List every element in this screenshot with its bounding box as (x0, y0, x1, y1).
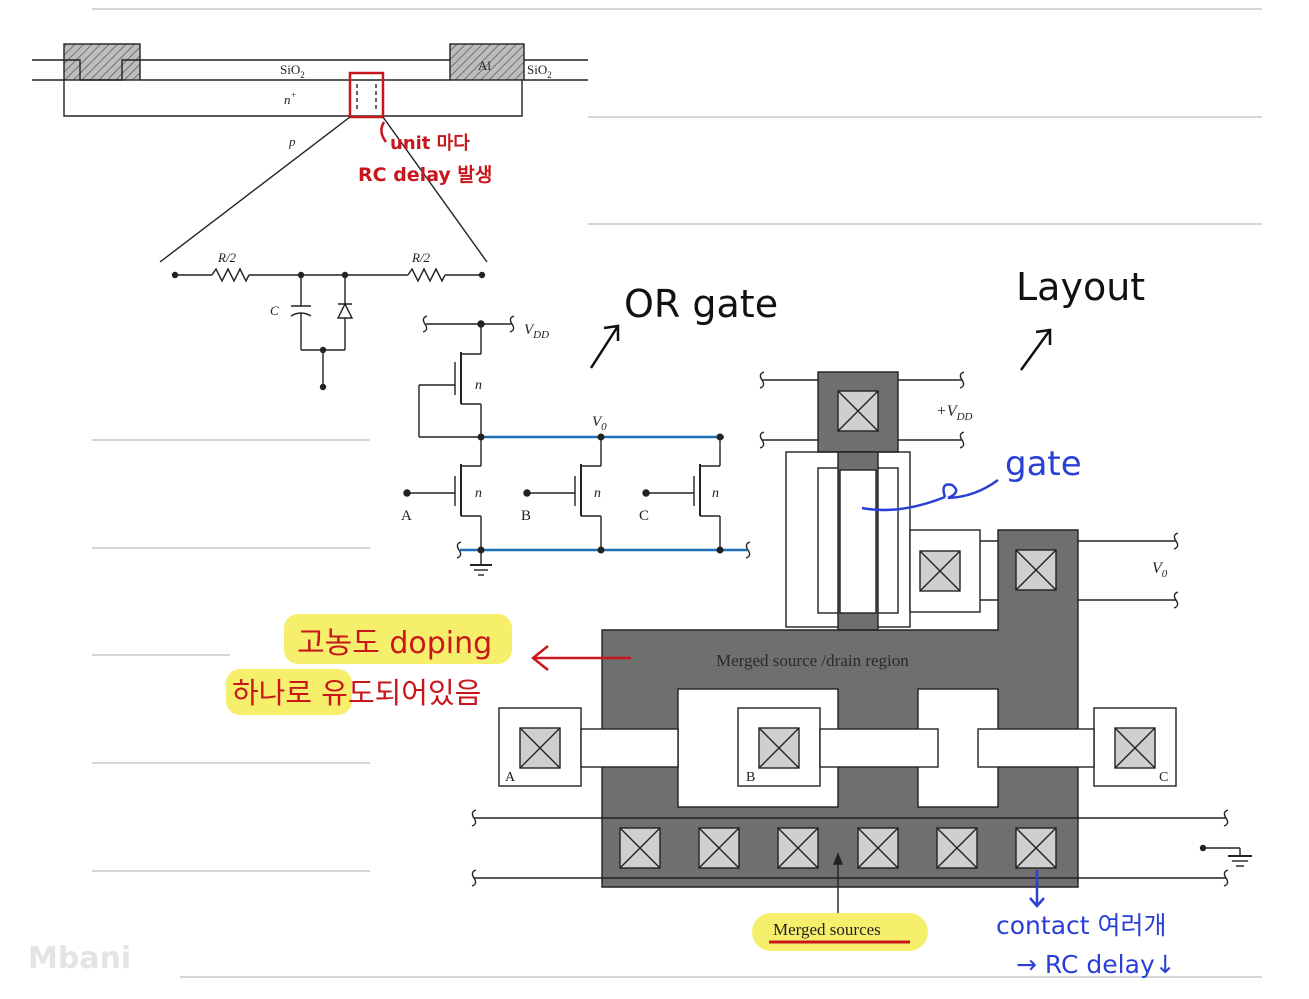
watermark: Mbani (28, 941, 131, 976)
or-v0-label: V0 (592, 414, 607, 433)
doping-arrow-icon (530, 645, 631, 671)
input-c-label: C (639, 508, 649, 524)
contact-arrow-icon (1029, 870, 1045, 908)
layout-b-label: B (746, 770, 755, 785)
notebook-lines (92, 8, 1262, 978)
layout-v0-label: V0 (1152, 560, 1168, 580)
gate-note-curve (861, 478, 999, 512)
layout-title: Layout (1016, 265, 1145, 309)
layout-arrow-icon (1019, 328, 1052, 371)
load-transistor-label: n (475, 378, 482, 393)
resistor-left (211, 267, 250, 283)
zoom-line-left (159, 116, 351, 263)
al-label: Al (478, 58, 491, 73)
n-plus-label: n+ (284, 90, 297, 107)
unit-highlight-box (348, 71, 385, 119)
layout-vdd-label: +VDD (936, 403, 973, 423)
sio2-left-label: SiO2 (280, 62, 305, 80)
merged-source-contacts (619, 827, 1057, 869)
al-contact-right (449, 43, 525, 81)
contact-note-line2: → RC delay↓ (1016, 950, 1176, 979)
al-contact-left (63, 43, 141, 81)
input-a-label: A (401, 508, 412, 524)
red-bracket (380, 121, 388, 143)
layout-diagram (471, 371, 1252, 913)
input-b-label: B (521, 508, 531, 524)
doping-note-line2: 하나로 유도되어있음 (232, 676, 481, 710)
layout-c-label: C (1159, 770, 1168, 785)
sio2-right-label: SiO2 (527, 62, 552, 80)
rc-equivalent-circuit (171, 267, 486, 391)
or-vdd-label: VDD (524, 322, 549, 341)
node-dots (477, 433, 724, 554)
sio2-layer (32, 59, 588, 81)
or-gate-arrow-icon (589, 324, 620, 369)
p-label: p (288, 134, 296, 149)
diode-icon (336, 302, 354, 319)
transistor-c-label: n (712, 486, 719, 501)
resistor-right (407, 267, 446, 283)
merged-region-label: Merged source /drain region (716, 651, 909, 670)
layout-a-label: A (505, 770, 516, 785)
gate-note: gate (1005, 444, 1082, 484)
zoom-line-right (382, 116, 488, 263)
transistor-b-label: n (594, 486, 601, 501)
doping-highlight-2 (226, 669, 352, 715)
merged-sources-label: Merged sources (773, 920, 881, 939)
unit-rc-note-line2: RC delay 발생 (358, 164, 492, 186)
cross-section-diagram (32, 43, 588, 263)
capacitor-label: C (270, 303, 279, 318)
or-gate-schematic (403, 315, 751, 576)
transistor-a-label: n (475, 486, 482, 501)
resistor-left-label: R/2 (217, 250, 237, 265)
unit-rc-note-line1: unit 마다 (390, 133, 470, 154)
resistor-right-label: R/2 (411, 250, 431, 265)
doping-note-line1: 고농도 doping (297, 626, 492, 661)
contact-note-line1: contact 여러개 (996, 911, 1167, 940)
or-gate-title: OR gate (624, 282, 778, 326)
n-plus-region (63, 80, 523, 117)
doping-highlight-1 (284, 614, 512, 664)
